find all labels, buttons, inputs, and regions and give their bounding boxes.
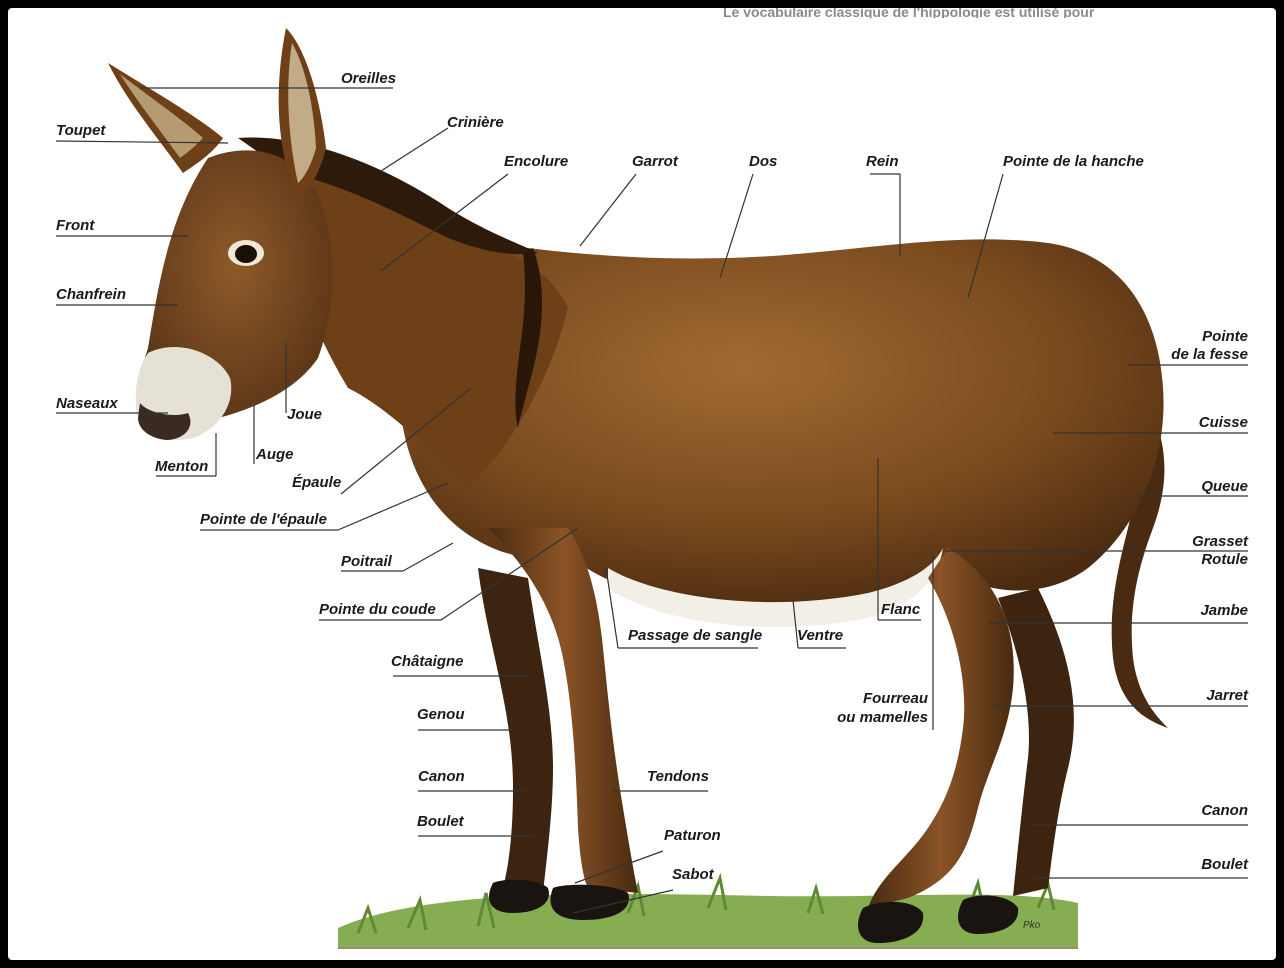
label-paturon: Paturon <box>664 827 721 845</box>
label-boulet-rear: Boulet <box>1148 856 1248 874</box>
label-tendons: Tendons <box>647 768 709 786</box>
label-ventre: Ventre <box>797 627 843 645</box>
label-front: Front <box>56 217 94 235</box>
label-canon-rear: Canon <box>1148 802 1248 820</box>
label-garrot: Garrot <box>632 153 678 171</box>
label-rotule: Rotule <box>1148 551 1248 569</box>
label-queue: Queue <box>1148 478 1248 496</box>
label-joue: Joue <box>287 406 322 424</box>
label-encolure: Encolure <box>504 153 568 171</box>
label-pointe-de-la-fesse-line1: Pointe <box>1148 328 1248 346</box>
label-menton: Menton <box>155 458 208 476</box>
label-pointe-du-coude: Pointe du coude <box>319 601 436 619</box>
label-pointe-de-l-epaule: Pointe de l'épaule <box>200 511 327 529</box>
label-jambe: Jambe <box>1148 602 1248 620</box>
label-fourreau-line1: Fourreau <box>808 690 928 708</box>
label-toupet: Toupet <box>56 122 105 140</box>
eye-pupil <box>235 245 257 263</box>
label-canon-front: Canon <box>418 768 465 786</box>
label-chanfrein: Chanfrein <box>56 286 126 304</box>
label-jarret: Jarret <box>1148 687 1248 705</box>
label-oreilles: Oreilles <box>341 70 396 88</box>
label-genou: Genou <box>417 706 465 724</box>
label-auge: Auge <box>256 446 294 464</box>
label-dos: Dos <box>749 153 777 171</box>
label-cuisse: Cuisse <box>1148 414 1248 432</box>
label-boulet-front: Boulet <box>417 813 464 831</box>
label-rein: Rein <box>866 153 899 171</box>
label-pointe-de-la-hanche: Pointe de la hanche <box>1003 153 1144 171</box>
label-poitrail: Poitrail <box>341 553 392 571</box>
donkey-illustration: Pko <box>8 8 1276 960</box>
label-passage-de-sangle: Passage de sangle <box>628 627 762 645</box>
label-epaule: Épaule <box>292 474 341 492</box>
label-sabot: Sabot <box>672 866 714 884</box>
label-criniere: Crinière <box>447 114 504 132</box>
label-pointe-de-la-fesse-line2: de la fesse <box>1148 346 1248 364</box>
label-naseaux: Naseaux <box>56 395 118 413</box>
label-fourreau-line2: ou mamelles <box>808 709 928 727</box>
label-flanc: Flanc <box>881 601 920 619</box>
artist-signature: Pko <box>1023 920 1041 931</box>
diagram-panel: Le vocabulaire classique de l'hippologie… <box>8 8 1276 960</box>
label-chataigne: Châtaigne <box>391 653 464 671</box>
label-grasset: Grasset <box>1148 533 1248 551</box>
